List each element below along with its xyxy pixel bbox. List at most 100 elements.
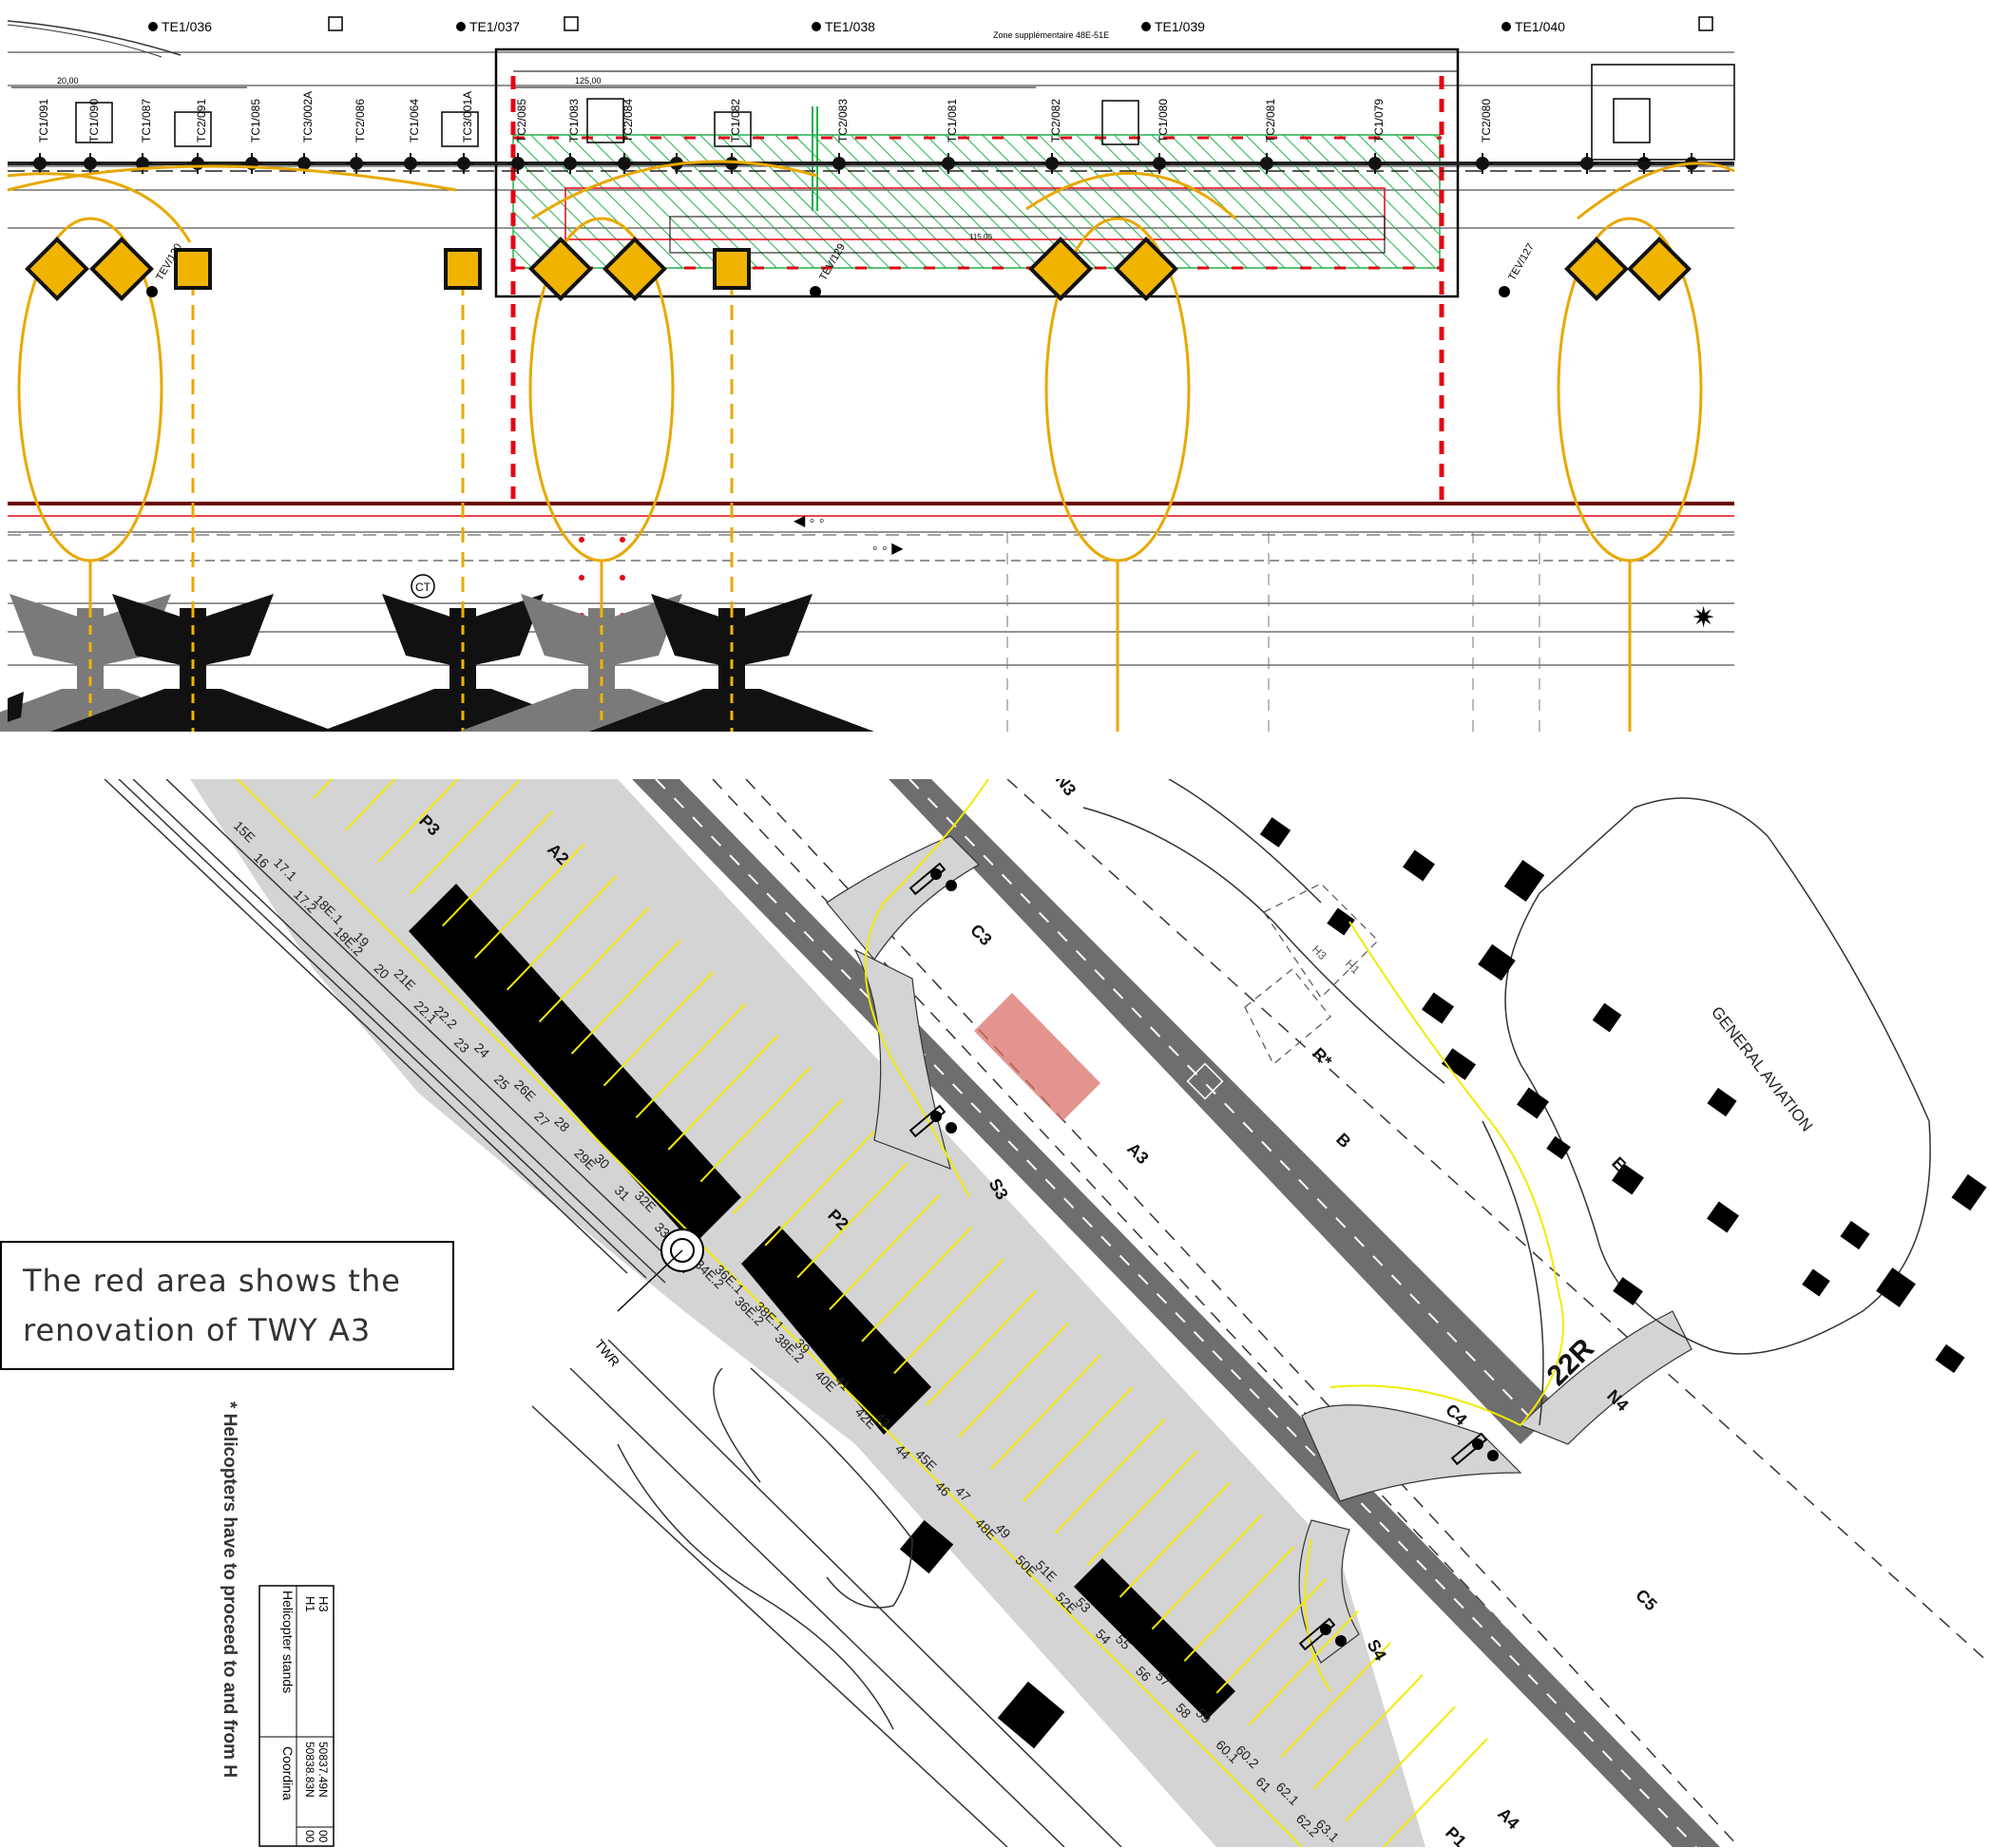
fixture-light bbox=[1577, 153, 1597, 174]
fixture-light bbox=[507, 153, 528, 174]
fixture-light bbox=[614, 153, 635, 174]
dim-label: 20,00 bbox=[57, 76, 79, 86]
fixture-label: TC2/084 bbox=[622, 99, 635, 143]
taxi-signs bbox=[25, 237, 1692, 301]
helipad-h1: H1 bbox=[1343, 957, 1363, 977]
general-aviation-area bbox=[1082, 779, 1931, 1426]
diamond-sign bbox=[1028, 237, 1093, 301]
fixture-label: TC1/090 bbox=[87, 99, 101, 143]
svg-text:00: 00 bbox=[303, 1830, 316, 1843]
taxiway-label: A3 bbox=[1123, 1139, 1152, 1168]
pier-building bbox=[1074, 1558, 1235, 1720]
square-sign bbox=[174, 248, 212, 290]
fixture-label: TC1/080 bbox=[1157, 99, 1170, 143]
square-sign bbox=[713, 248, 751, 290]
diamond-sign bbox=[1564, 237, 1629, 301]
zone-label: Zone supplémentaire 48E-51E bbox=[993, 30, 1109, 40]
roads bbox=[617, 1367, 913, 1730]
diamond-sign bbox=[528, 237, 593, 301]
fixture-label: TC1/064 bbox=[408, 99, 421, 143]
table-header: Helicopter stands bbox=[280, 1591, 296, 1693]
taxiway-connectors bbox=[826, 835, 1693, 1664]
taxiway-label: R* bbox=[1309, 1044, 1335, 1071]
square-sign bbox=[444, 248, 482, 290]
ga-buildings bbox=[1259, 817, 1987, 1374]
header-mark: TE1/037 bbox=[469, 19, 520, 34]
fixture-label: TC3/002A bbox=[301, 91, 315, 143]
helicopter-stands-table: Helicopter stands H1 H3 Coordina 50838.8… bbox=[258, 1585, 335, 1847]
diamond-sign bbox=[1114, 237, 1178, 301]
fixture-light bbox=[829, 153, 850, 174]
header-mark: TE1/040 bbox=[1515, 19, 1565, 34]
fixture-light bbox=[938, 153, 959, 174]
fixture-label: TC2/081 bbox=[1264, 99, 1277, 143]
red-inner-outline bbox=[564, 187, 1386, 240]
fixture-label: TC2/091 bbox=[195, 99, 208, 143]
fixture-light bbox=[1042, 153, 1062, 174]
fixture-label: TC1/087 bbox=[140, 99, 153, 143]
svg-text:◀ ◦ ◦: ◀ ◦ ◦ bbox=[794, 513, 825, 529]
aircraft-silhouette bbox=[589, 594, 874, 732]
taxiway-label: B bbox=[1332, 1130, 1354, 1152]
taxiway-label: C5 bbox=[1632, 1586, 1660, 1614]
fixture-label: TC1/079 bbox=[1372, 99, 1386, 143]
fixture-light bbox=[1472, 153, 1493, 174]
hatched-work-area bbox=[512, 134, 1441, 269]
fixture-light bbox=[29, 153, 50, 174]
taxiway-label: A4 bbox=[1494, 1804, 1522, 1833]
fixture-light bbox=[1256, 153, 1277, 174]
header-marks: TE1/036 TE1/037 TE1/038 TE1/039 TE1/040 … bbox=[148, 19, 1565, 40]
fixture-label: TC2/083 bbox=[836, 99, 850, 143]
svg-text:TEV/127: TEV/127 bbox=[1506, 241, 1537, 282]
fixture-label: TC2/086 bbox=[354, 99, 367, 143]
helipad-h-marker bbox=[1186, 1062, 1224, 1100]
diamond-sign bbox=[602, 237, 667, 301]
fixture-light bbox=[453, 153, 474, 174]
work-zone-frame bbox=[494, 48, 1460, 298]
fixture-light bbox=[80, 153, 101, 174]
table-h1: H1 bbox=[303, 1596, 317, 1612]
fixture-label: TC1/082 bbox=[729, 99, 742, 143]
fixture-light bbox=[132, 153, 153, 174]
ct-symbol bbox=[411, 574, 435, 599]
compass-star: ✷ bbox=[1692, 602, 1715, 634]
general-aviation-label: GENERAL AVIATION bbox=[1708, 1003, 1816, 1135]
fixture-light bbox=[560, 153, 581, 174]
callout-line-2: renovation of TWY A3 bbox=[23, 1312, 372, 1348]
svg-text:00: 00 bbox=[316, 1830, 330, 1843]
helicopter-note: * Helicopters have to proceed to and fro… bbox=[220, 1401, 239, 1778]
header-mark: TE1/038 bbox=[825, 19, 875, 34]
fixture-label: TC2/085 bbox=[515, 99, 528, 143]
apron-boundary bbox=[104, 779, 1989, 1847]
twr-label: TWR bbox=[592, 1337, 623, 1370]
fixture-light bbox=[1149, 153, 1170, 174]
stand-lead-lines bbox=[313, 779, 1488, 1847]
header-mark: TE1/039 bbox=[1155, 19, 1205, 34]
fixture-label: TC2/080 bbox=[1480, 99, 1493, 143]
taxiway-label: P1 bbox=[1442, 1823, 1470, 1847]
arrow-symbols: ◀ ◦ ◦ ◦ ◦ ▶ bbox=[794, 513, 904, 557]
diamond-sign bbox=[25, 237, 89, 301]
airport-map: GENERAL AVIATION P3A2P2A3A4P1BC3C4C5S3S4… bbox=[104, 779, 1989, 1847]
heli-note-text: * Helicopters have to proceed to and fro… bbox=[220, 1401, 239, 1778]
dim-label: 125,00 bbox=[575, 76, 602, 86]
table-c1: 50838.83N bbox=[303, 1742, 316, 1798]
fixture-label: TC3/001A bbox=[461, 91, 474, 143]
aircraft-silhouette bbox=[50, 594, 335, 732]
terminal-building bbox=[409, 884, 741, 1245]
dim-label: 115,00 bbox=[969, 233, 992, 241]
runway-22r bbox=[889, 779, 1559, 1444]
fixture-light bbox=[400, 153, 421, 174]
fixture-light bbox=[1365, 153, 1386, 174]
svg-text:◦ ◦ ▶: ◦ ◦ ▶ bbox=[872, 541, 904, 557]
ct-label: CT bbox=[415, 581, 431, 594]
renovation-highlight-twy-a3 bbox=[974, 993, 1100, 1121]
table-c2: 50837.49N bbox=[316, 1742, 330, 1798]
callout-line-1: The red area shows the bbox=[23, 1263, 401, 1299]
diamond-sign bbox=[89, 237, 154, 301]
taxi-centerlines bbox=[237, 779, 1564, 1847]
helipad-h3: H3 bbox=[1310, 943, 1329, 962]
hatched-boxes bbox=[75, 64, 1735, 161]
small-squares bbox=[328, 16, 1713, 31]
fixture-label: TC1/091 bbox=[37, 99, 50, 143]
